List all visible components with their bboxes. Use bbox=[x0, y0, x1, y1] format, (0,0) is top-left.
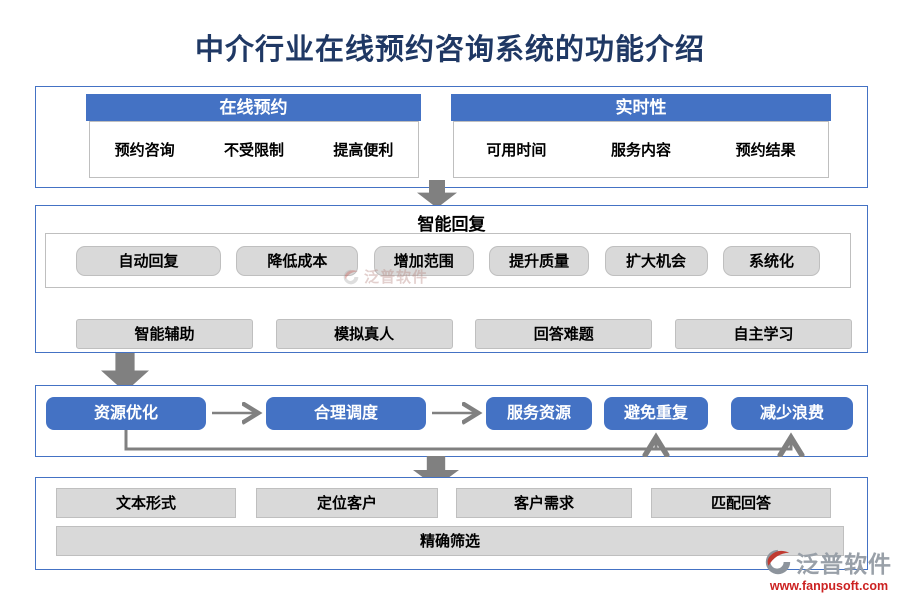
benefit-pill: 降低成本 bbox=[236, 245, 359, 276]
brand-logo-icon bbox=[765, 549, 791, 575]
smart-reply-section: 智能回复 自动回复 降低成本 增加范围 提升质量 扩大机会 系统化 智能辅助 模… bbox=[35, 205, 868, 353]
benefit-pill: 自动回复 bbox=[76, 245, 221, 276]
flow-node-resource-optimization: 资源优化 bbox=[46, 397, 206, 430]
benefit-pill: 扩大机会 bbox=[604, 245, 708, 276]
booking-item: 提高便利 bbox=[333, 142, 394, 159]
matching-item: 匹配回答 bbox=[651, 488, 831, 518]
brand-url: www.fanpusoft.com bbox=[769, 579, 889, 593]
benefit-pill: 系统化 bbox=[722, 245, 820, 276]
smart-reply-capabilities-row: 智能辅助 模拟真人 回答难题 自主学习 bbox=[76, 319, 852, 349]
precise-filter-bar: 精确筛选 bbox=[56, 526, 844, 556]
matching-item: 定位客户 bbox=[256, 488, 438, 518]
page-title: 中介行业在线预约咨询系统的功能介绍 bbox=[194, 34, 705, 66]
matching-item: 客户需求 bbox=[456, 488, 632, 518]
booking-item: 预约咨询 bbox=[114, 142, 175, 159]
elbow-connector bbox=[124, 430, 791, 449]
capability-button: 模拟真人 bbox=[275, 319, 453, 349]
benefit-pill: 增加范围 bbox=[373, 245, 474, 276]
flow-node-reduce-waste: 减少浪费 bbox=[731, 397, 853, 430]
brand-logo: 泛普软件 www.fanpusoft.com bbox=[763, 545, 895, 593]
capability-button: 回答难题 bbox=[475, 319, 653, 349]
booking-items-box: 预约咨询 不受限制 提高便利 bbox=[89, 121, 419, 178]
realtime-header: 实时性 bbox=[451, 94, 831, 121]
smart-reply-title: 智能回复 bbox=[417, 215, 486, 234]
flow-node-avoid-duplication: 避免重复 bbox=[604, 397, 708, 430]
matching-item: 文本形式 bbox=[56, 488, 236, 518]
realtime-item: 可用时间 bbox=[486, 142, 547, 159]
capability-button: 自主学习 bbox=[674, 319, 852, 349]
booking-realtime-section: 在线预约 预约咨询 不受限制 提高便利 实时性 可用时间 服务内容 预约结果 bbox=[35, 86, 868, 188]
flow-node-reasonable-scheduling: 合理调度 bbox=[266, 397, 426, 430]
flow-connectors bbox=[124, 386, 869, 458]
realtime-item: 服务内容 bbox=[610, 142, 671, 159]
matching-section: 文本形式 定位客户 客户需求 匹配回答 精确筛选 bbox=[35, 477, 868, 570]
realtime-items-box: 可用时间 服务内容 预约结果 bbox=[453, 121, 829, 178]
brand-name: 泛普软件 bbox=[796, 551, 892, 577]
flow-node-service-resources: 服务资源 bbox=[486, 397, 592, 430]
benefit-pill: 提升质量 bbox=[489, 245, 590, 276]
realtime-item: 预约结果 bbox=[735, 142, 796, 159]
smart-reply-benefits-box: 自动回复 降低成本 增加范围 提升质量 扩大机会 系统化 bbox=[45, 233, 851, 288]
resource-section: 资源优化 合理调度 服务资源 避免重复 减少浪费 bbox=[35, 385, 868, 457]
capability-button: 智能辅助 bbox=[76, 319, 253, 349]
booking-header: 在线预约 bbox=[86, 94, 421, 121]
booking-item: 不受限制 bbox=[223, 142, 284, 159]
